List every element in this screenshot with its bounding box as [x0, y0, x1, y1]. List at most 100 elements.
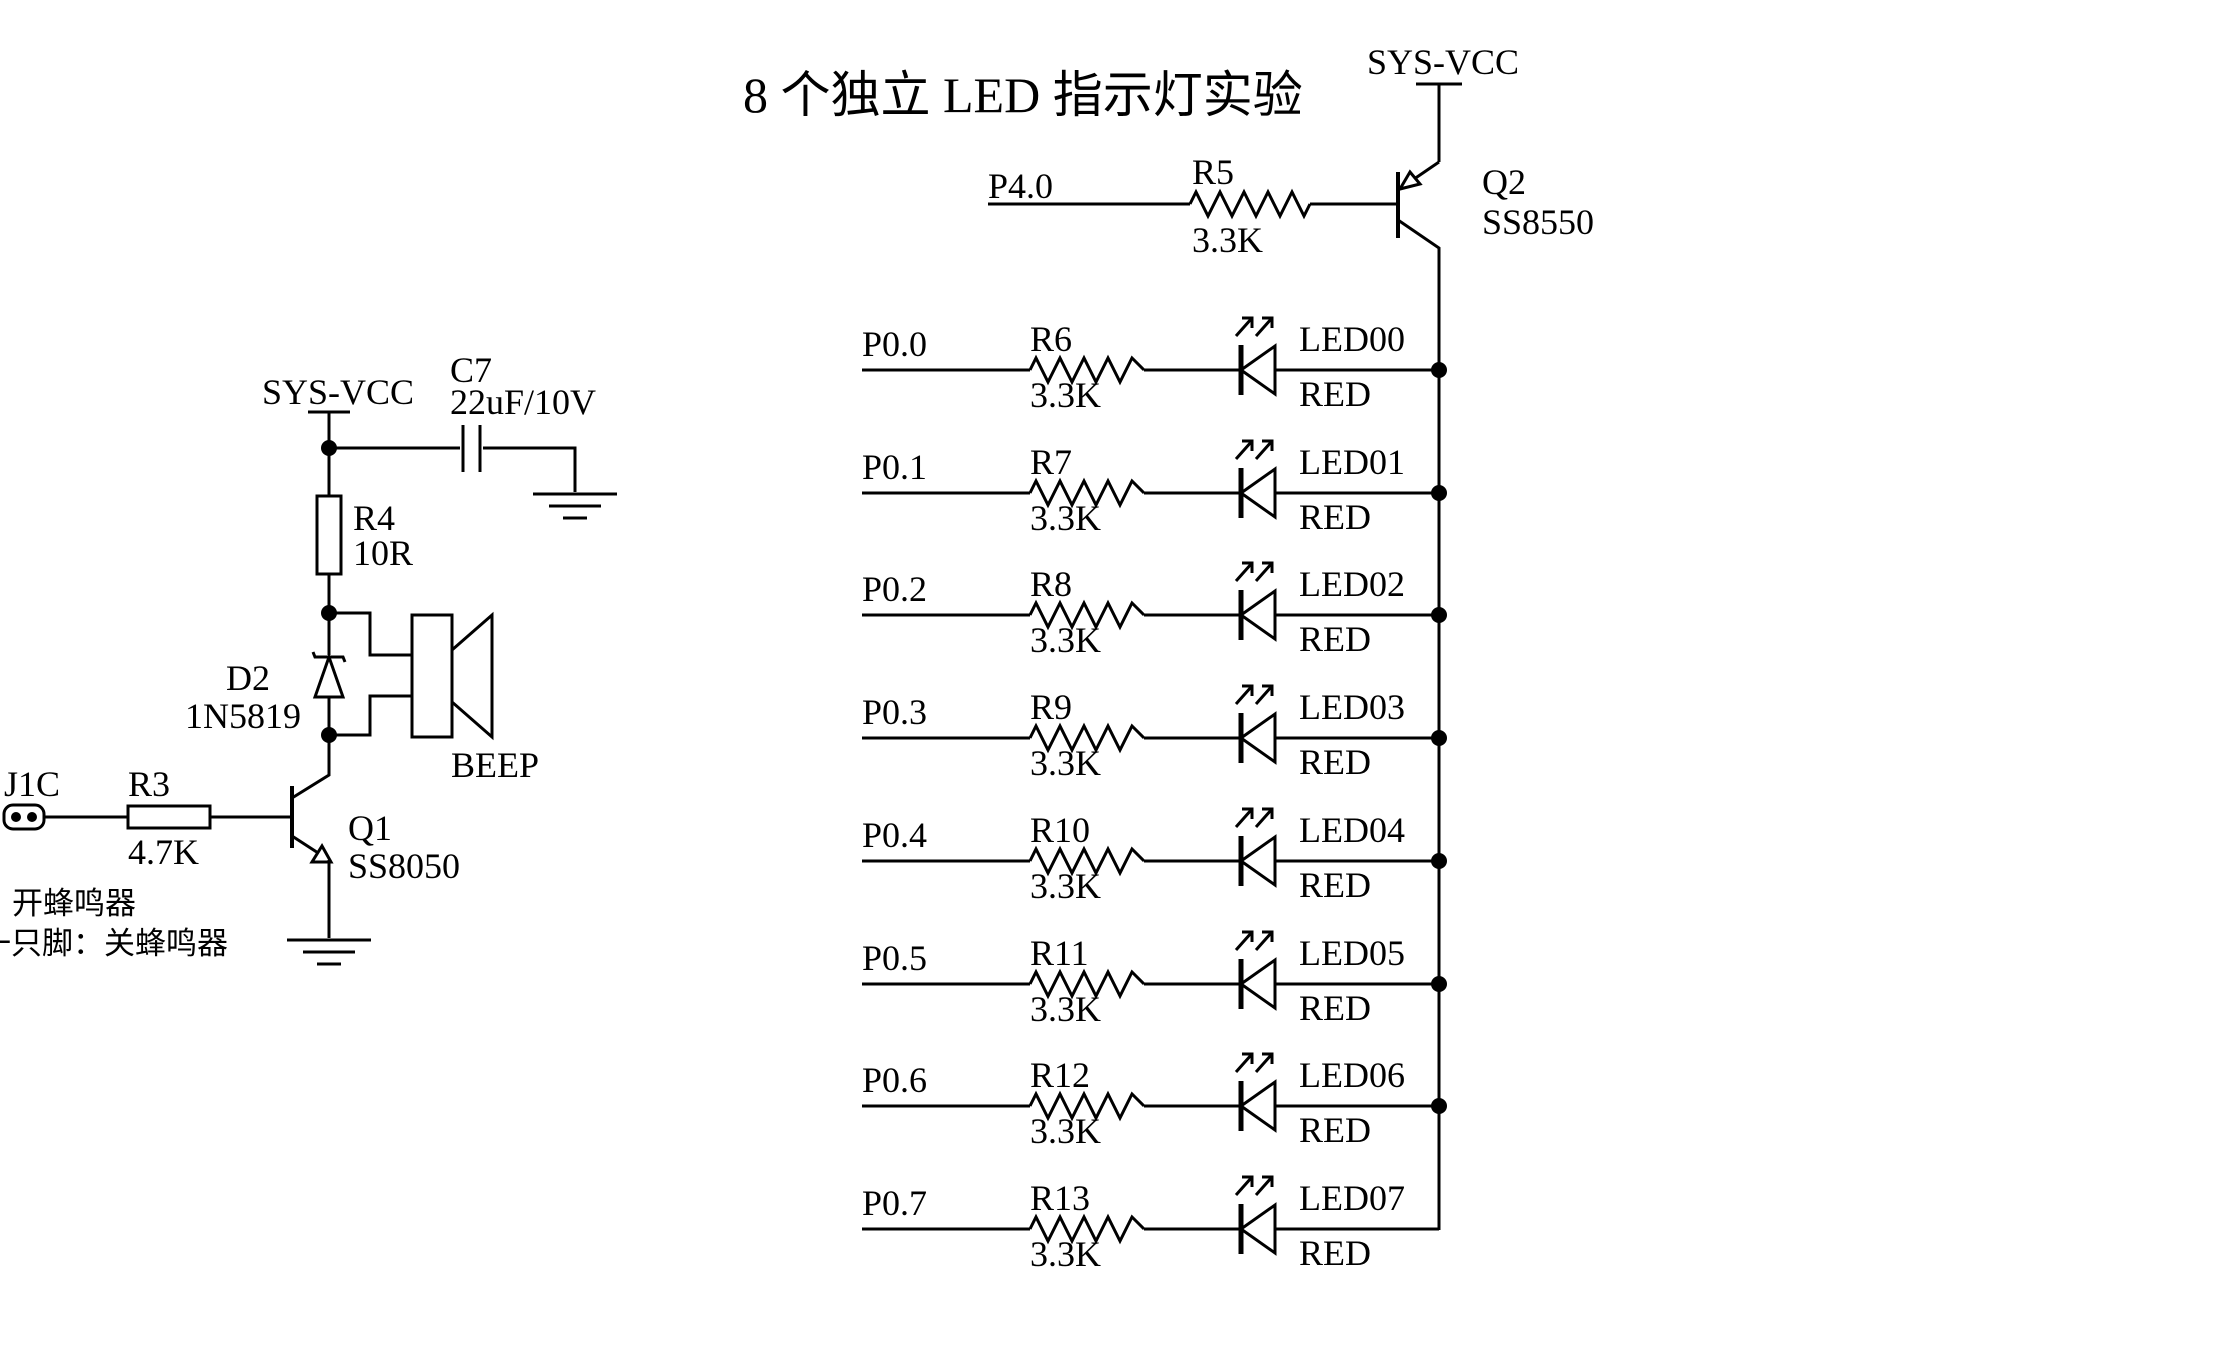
light-emission-icon: [1234, 931, 1254, 951]
resistor-ref: R11: [1030, 933, 1089, 973]
junction-dot: [1431, 607, 1447, 623]
resistor-r6: [1028, 354, 1146, 386]
resistor-value: 3.3K: [1030, 375, 1101, 415]
led-color: RED: [1299, 1233, 1371, 1273]
resistor-value: 3.3K: [1030, 1111, 1101, 1151]
resistor-ref: R6: [1030, 319, 1072, 359]
jumper-j1c[interactable]: [2, 803, 46, 831]
resistor-r13: [1028, 1213, 1146, 1245]
light-emission-icon: [1254, 317, 1274, 337]
light-emission-icon: [1254, 931, 1274, 951]
led-color: RED: [1299, 865, 1371, 905]
resistor-value: 3.3K: [1030, 989, 1101, 1029]
resistor-ref: R7: [1030, 442, 1072, 482]
led-color: RED: [1299, 497, 1371, 537]
resistor-r11: [1028, 968, 1146, 1000]
transistor-q1: [285, 735, 373, 966]
resistor-ref: R8: [1030, 564, 1072, 604]
led-led00: [1238, 343, 1277, 397]
r4-ref: R4: [353, 498, 395, 538]
net-port-label: P0.6: [862, 1060, 927, 1100]
resistor-r10: [1028, 845, 1146, 877]
junction-dot: [1431, 1098, 1447, 1114]
buzzer-vcc-label: SYS-VCC: [262, 372, 414, 412]
net-port-label: P0.3: [862, 692, 927, 732]
resistor-r9: [1028, 722, 1146, 754]
light-emission-icon: [1254, 808, 1274, 828]
c7-ref: C7: [450, 350, 492, 390]
junction-dot: [1431, 362, 1447, 378]
q1-value: SS8050: [348, 846, 460, 886]
led-vcc-label: SYS-VCC: [1367, 42, 1519, 82]
q1-ref: Q1: [348, 808, 392, 848]
led-ref: LED06: [1299, 1055, 1405, 1095]
resistor-r4: [315, 494, 343, 576]
led-ref: LED00: [1299, 319, 1405, 359]
resistor-value: 3.3K: [1030, 1234, 1101, 1274]
resistor-ref: R9: [1030, 687, 1072, 727]
capacitor-c7: [329, 425, 619, 520]
ground-symbol: [531, 492, 619, 520]
d2-ref: D2: [226, 658, 270, 698]
light-emission-icon: [1234, 440, 1254, 460]
resistor-ref: R13: [1030, 1178, 1090, 1218]
led-color: RED: [1299, 1110, 1371, 1150]
led-ref: LED03: [1299, 687, 1405, 727]
resistor-value: 3.3K: [1030, 743, 1101, 783]
light-emission-icon: [1254, 562, 1274, 582]
beep-label: BEEP: [451, 745, 539, 785]
net-p4-0: P4.0: [988, 166, 1053, 206]
resistor-r3: [126, 804, 212, 830]
led-led02: [1238, 588, 1277, 642]
r4-value: 10R: [353, 533, 413, 573]
resistor-ref: R12: [1030, 1055, 1090, 1095]
resistor-r12: [1028, 1090, 1146, 1122]
resistor-value: 3.3K: [1030, 498, 1101, 538]
net-port-label: P0.5: [862, 938, 927, 978]
light-emission-icon: [1254, 685, 1274, 705]
resistor-r8: [1028, 599, 1146, 631]
net-port-label: P0.7: [862, 1183, 927, 1223]
resistor-r5: [1188, 188, 1312, 220]
light-emission-icon: [1234, 1053, 1254, 1073]
r3-value: 4.7K: [128, 832, 199, 872]
junction-dot: [1431, 485, 1447, 501]
buzzer-note-off: 一只脚：关蜂鸣器: [0, 926, 228, 961]
led-ref: LED07: [1299, 1178, 1405, 1218]
led-led06: [1238, 1079, 1277, 1133]
junction-dot: [1431, 730, 1447, 746]
led-color: RED: [1299, 988, 1371, 1028]
led-ref: LED05: [1299, 933, 1405, 973]
j1c-label: J1C: [4, 764, 60, 804]
net-port-label: P0.2: [862, 569, 927, 609]
buzzer-beep: [329, 611, 494, 741]
buzzer-note-on: 开蜂鸣器: [12, 886, 136, 921]
q2-value: SS8550: [1482, 202, 1594, 242]
led-led04: [1238, 834, 1277, 888]
light-emission-icon: [1254, 440, 1274, 460]
light-emission-icon: [1234, 808, 1254, 828]
r3-ref: R3: [128, 764, 170, 804]
light-emission-icon: [1234, 562, 1254, 582]
buzzer-circuit: SYS-VCC C7 22uF/10V R4 10R D2 1N5819: [0, 350, 619, 966]
c7-value: 22uF/10V: [450, 382, 596, 422]
led-ref: LED04: [1299, 810, 1405, 850]
resistor-value: 3.3K: [1030, 620, 1101, 660]
diode-d2: [311, 613, 347, 735]
diagram-title: 8 个独立 LED 指示灯实验: [743, 67, 1303, 123]
resistor-ref: R10: [1030, 810, 1090, 850]
led-led07: [1238, 1202, 1277, 1256]
led-color: RED: [1299, 619, 1371, 659]
led-color: RED: [1299, 374, 1371, 414]
r5-ref: R5: [1192, 152, 1234, 192]
light-emission-icon: [1234, 1176, 1254, 1196]
